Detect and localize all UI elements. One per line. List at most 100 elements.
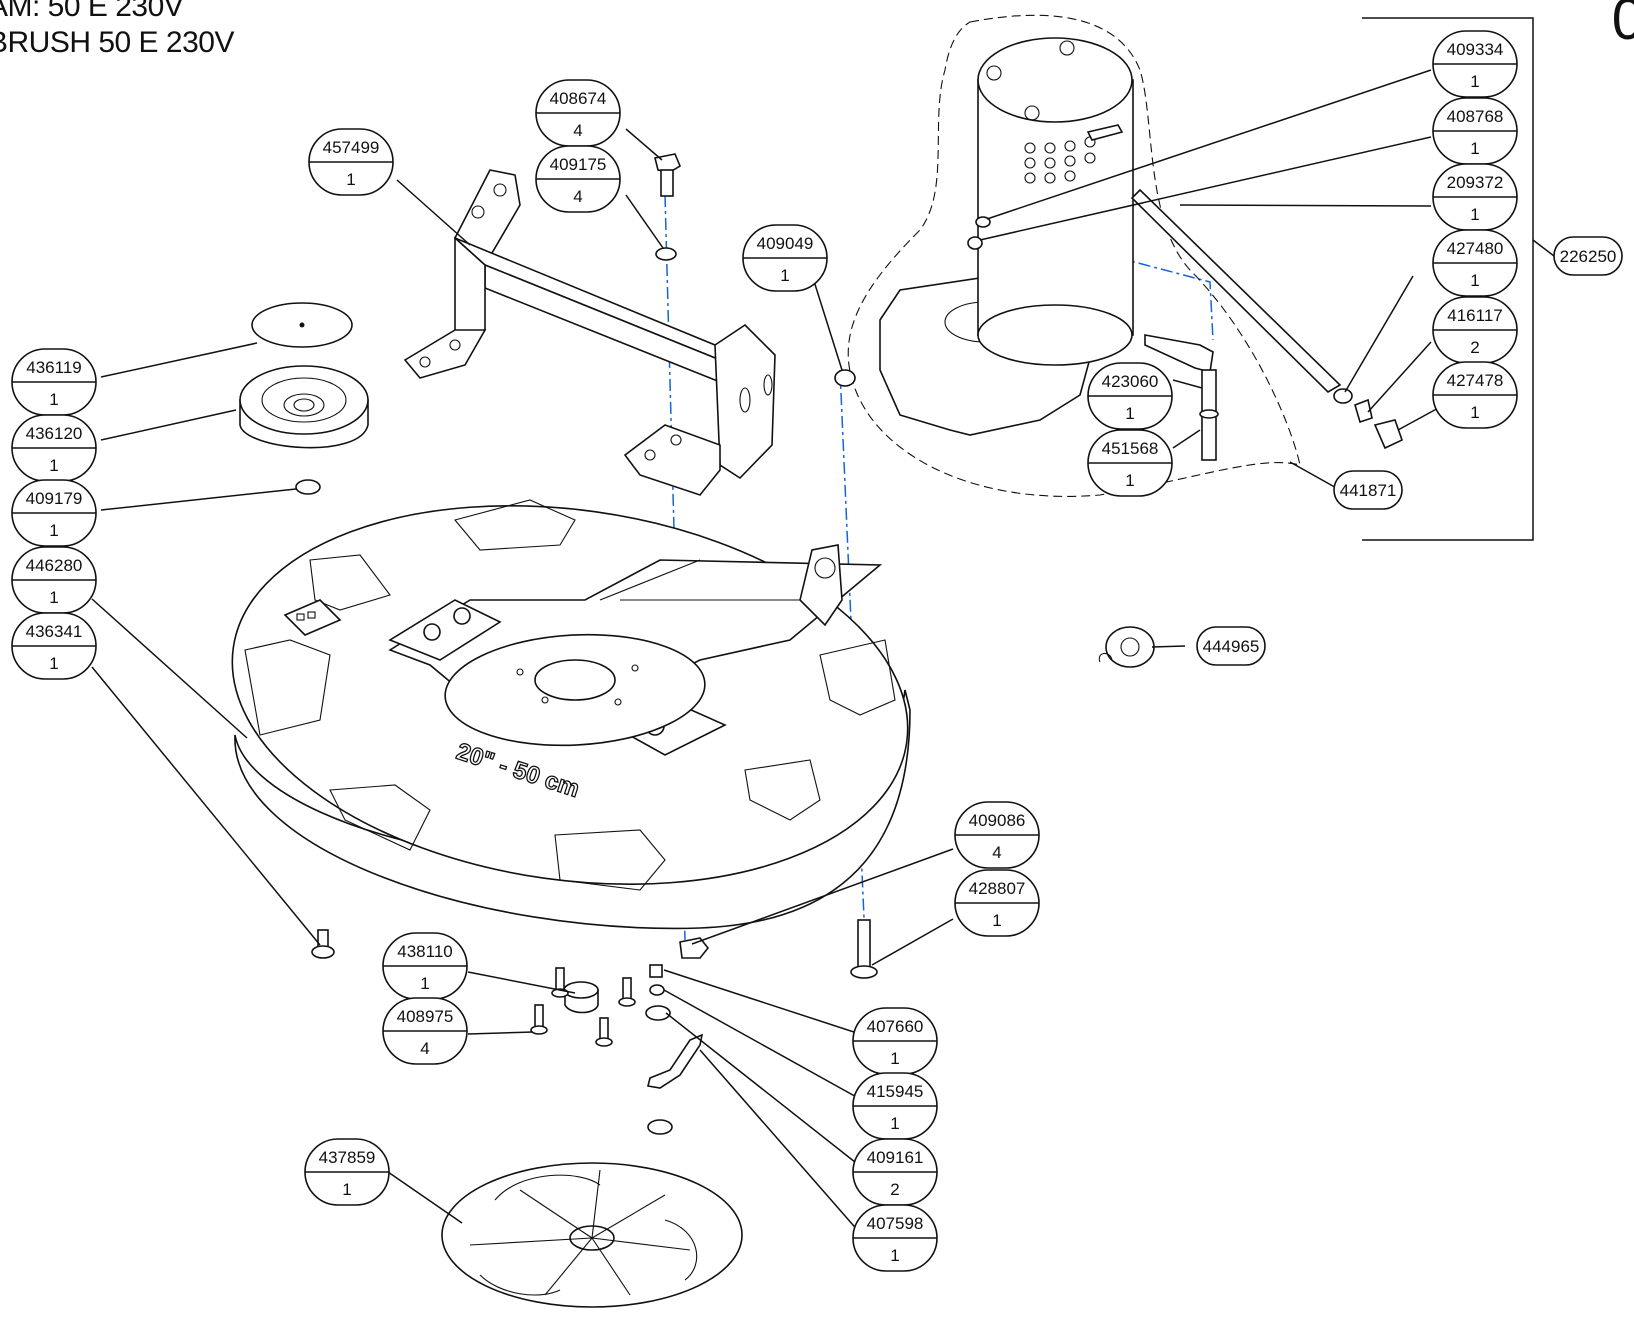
screw-436341 xyxy=(311,929,335,959)
group-bracket-226250 xyxy=(1362,17,1534,541)
drawing-title-line-2: BRUSH 50 E 230V xyxy=(0,26,234,59)
callout-409161[interactable]: 409161 2 xyxy=(852,1138,938,1206)
callout-409086[interactable]: 409086 4 xyxy=(954,801,1040,869)
bushing-438110 xyxy=(563,981,599,1014)
callout-quantity: 1 xyxy=(49,588,58,607)
hub-436120 xyxy=(239,365,369,449)
callout-part-number: 409179 xyxy=(26,489,83,508)
callout-407598[interactable]: 407598 1 xyxy=(852,1204,938,1272)
callout-part-number: 415945 xyxy=(867,1082,924,1101)
callout-451568[interactable]: 451568 1 xyxy=(1087,429,1173,497)
callout-part-number: 436119 xyxy=(26,358,81,377)
callout-quantity: 1 xyxy=(1470,403,1479,422)
washer-409161 xyxy=(645,1005,671,1021)
callout-part-number: 423060 xyxy=(1102,372,1159,391)
callout-part-number: 444965 xyxy=(1203,637,1260,656)
callout-part-number: 408768 xyxy=(1447,107,1504,126)
callout-408674[interactable]: 408674 4 xyxy=(535,79,621,147)
callout-436341[interactable]: 436341 1 xyxy=(11,612,97,680)
motor-assembly xyxy=(879,37,1134,436)
callout-part-number: 446280 xyxy=(26,556,83,575)
callout-quantity: 4 xyxy=(420,1039,429,1058)
callout-226250[interactable]: 226250 xyxy=(1553,236,1623,276)
callout-part-number: 428807 xyxy=(969,879,1026,898)
washer-lower xyxy=(647,1119,673,1135)
callout-part-number: 441871 xyxy=(1340,481,1397,500)
pin-428807 xyxy=(850,919,878,979)
callout-part-number: 209372 xyxy=(1447,173,1504,192)
callout-balloon xyxy=(1196,626,1266,666)
leader-lines xyxy=(91,69,1555,1234)
callout-part-number: 407598 xyxy=(867,1214,924,1233)
callout-quantity: 1 xyxy=(1125,471,1134,490)
callout-part-number: 436120 xyxy=(26,424,83,443)
callout-part-number: 409161 xyxy=(867,1148,924,1167)
bolt-408674 xyxy=(654,153,682,197)
callout-437859[interactable]: 437859 1 xyxy=(304,1138,390,1206)
callout-quantity: 1 xyxy=(1470,205,1479,224)
cover-disc-436119 xyxy=(251,302,353,348)
callout-part-number: 409049 xyxy=(757,234,814,253)
callout-part-number: 437859 xyxy=(319,1148,376,1167)
callout-part-number: 409086 xyxy=(969,811,1026,830)
callout-446280[interactable]: 446280 1 xyxy=(11,546,97,614)
cable-clamp-parts xyxy=(1333,388,1403,450)
callout-part-number: 436341 xyxy=(26,622,83,641)
callout-balloon xyxy=(1333,470,1403,510)
callout-layer: 4574991408674440917544090491436119143612… xyxy=(11,30,1623,1272)
callout-part-number: 409334 xyxy=(1447,40,1504,59)
callout-441871[interactable]: 441871 xyxy=(1333,470,1403,510)
sheet-corner-mark: 0 xyxy=(1611,0,1634,52)
callout-409179[interactable]: 409179 1 xyxy=(11,479,97,547)
callout-part-number: 408674 xyxy=(550,89,607,108)
washer-415945 xyxy=(649,984,665,996)
callout-part-number: 416117 xyxy=(1447,306,1502,325)
hose-209372 xyxy=(1130,188,1342,394)
callout-quantity: 1 xyxy=(49,654,58,673)
callout-quantity: 1 xyxy=(49,521,58,540)
callout-quantity: 1 xyxy=(346,170,355,189)
bearing-444965 xyxy=(1098,626,1155,668)
callout-427480[interactable]: 427480 1 xyxy=(1432,229,1518,297)
callout-quantity: 1 xyxy=(890,1049,899,1068)
callout-part-number: 226250 xyxy=(1560,247,1617,266)
callout-part-number: 407660 xyxy=(867,1017,924,1036)
callout-quantity: 4 xyxy=(573,121,582,140)
nut-409086 xyxy=(679,937,710,959)
callout-quantity: 1 xyxy=(890,1246,899,1265)
connector-423060 xyxy=(1144,334,1219,461)
callout-407660[interactable]: 407660 1 xyxy=(852,1007,938,1075)
callout-quantity: 2 xyxy=(890,1180,899,1199)
base-plate-446280: 20" - 50 cm xyxy=(231,499,911,930)
clip-407598 xyxy=(647,1033,704,1089)
nut-409049 xyxy=(834,369,856,387)
callout-quantity: 4 xyxy=(573,187,582,206)
drive-disc-437859 xyxy=(441,1162,743,1308)
callout-444965[interactable]: 444965 xyxy=(1196,626,1266,666)
callout-quantity: 4 xyxy=(992,843,1001,862)
washer-409175 xyxy=(655,247,677,261)
callout-quantity: 1 xyxy=(1470,271,1479,290)
mounting-bracket xyxy=(403,169,776,496)
motor-group-outline xyxy=(847,14,1301,497)
callout-416117[interactable]: 416117 2 xyxy=(1432,296,1518,364)
callout-quantity: 2 xyxy=(1470,338,1479,357)
callout-part-number: 451568 xyxy=(1102,439,1159,458)
screws-408975 xyxy=(530,967,636,1047)
callout-209372[interactable]: 209372 1 xyxy=(1432,163,1518,231)
callout-quantity: 1 xyxy=(342,1180,351,1199)
callout-part-number: 427480 xyxy=(1447,239,1504,258)
